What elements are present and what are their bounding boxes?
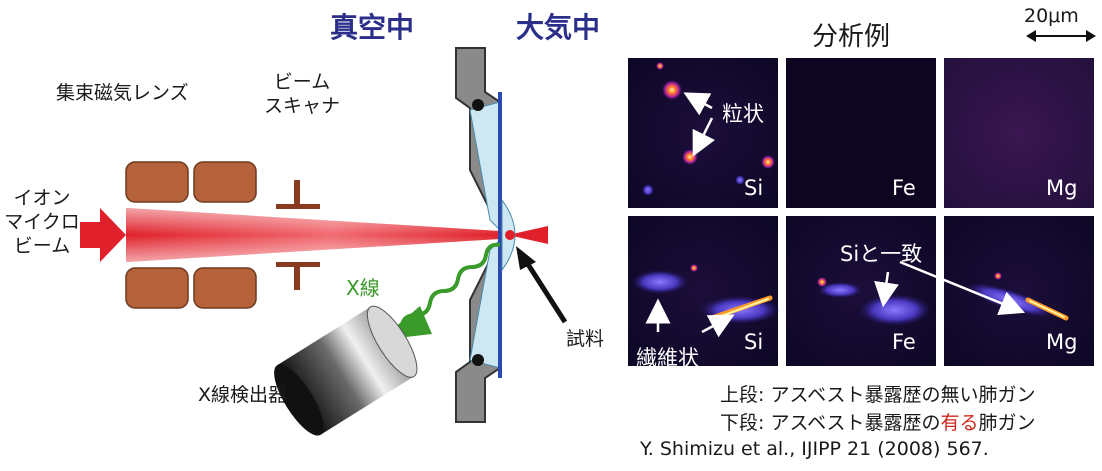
ion-beam-arrow [80, 208, 126, 262]
panel-bottom-mg-element: Mg [1046, 330, 1077, 354]
panel-top-fe-element: Fe [892, 176, 916, 200]
detector-label: X線検出器 [198, 380, 287, 407]
caption-top-row: 上段: アスベスト暴露歴の無い肺ガン [720, 380, 1036, 407]
ion-beam-label: イオン マイクロ ビーム [0, 186, 84, 258]
fibrous-label: 繊維状 [636, 342, 699, 372]
panel-bottom-si-element: Si [744, 330, 763, 354]
caption-bottom-row: 下段: アスベスト暴露歴の有る肺ガン [720, 408, 1036, 435]
match-label: Siと一致 [840, 238, 922, 268]
atmosphere-label: 大気中 [516, 6, 600, 46]
panel-top-mg-element: Mg [1046, 176, 1077, 200]
vacuum-label: 真空中 [330, 6, 414, 46]
window-membrane [498, 92, 502, 378]
panel-bottom-fe-element: Fe [892, 330, 916, 354]
scanner-label: ビーム スキャナ [252, 70, 352, 118]
sample-label: 試料 [566, 324, 604, 351]
scale-label: 20μm [1024, 5, 1079, 27]
lens-label: 集束磁気レンズ [56, 78, 189, 105]
panel-top-si-element: Si [744, 176, 763, 200]
analysis-example-label: 分析例 [812, 16, 890, 53]
granular-label: 粒状 [722, 98, 764, 128]
citation: Y. Shimizu et al., IJIPP 21 (2008) 567. [640, 438, 989, 460]
xray-label: X線 [346, 272, 380, 301]
